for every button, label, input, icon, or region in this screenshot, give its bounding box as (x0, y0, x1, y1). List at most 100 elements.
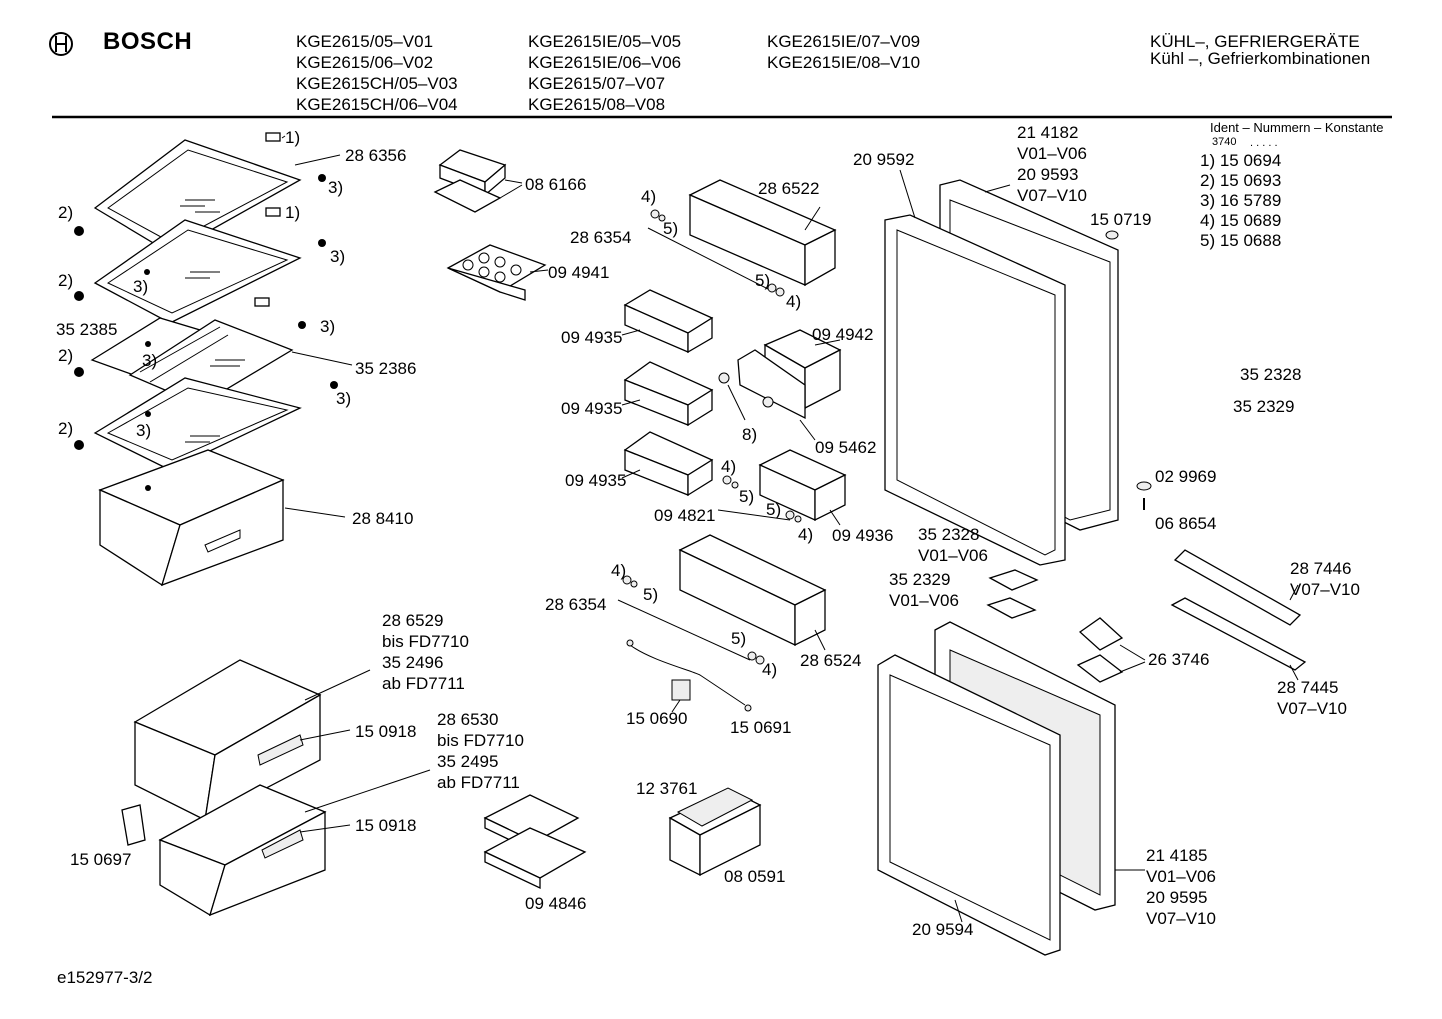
part-number-label: 20 9592 (853, 150, 915, 169)
model-number: KGE2615/05–V01 (296, 32, 434, 51)
ident-table-title: Ident – Nummern – Konstante (1210, 120, 1384, 135)
model-number: KGE2615/07–V07 (528, 74, 666, 93)
shelf-rail-wire-lower (617, 575, 765, 665)
door-bin-mid (717, 449, 847, 526)
part-number-label: 35 2329 (889, 570, 951, 589)
part-number-label: 20 9594 (912, 920, 974, 939)
part-number-label: 09 4846 (525, 894, 587, 913)
part-number-label: 09 5462 (815, 438, 877, 457)
leader-lines-left (281, 135, 353, 518)
part-number-label: 09 4935 (561, 399, 623, 418)
part-number-label: 20 9593 (1017, 165, 1079, 184)
ref-label: 4) (786, 292, 802, 311)
model-number: KGE2615IE/07–V09 (767, 32, 921, 51)
ident-constant: 3740 (1212, 136, 1237, 148)
part-number-label: 15 0719 (1090, 210, 1152, 229)
part-number-label: 20 9595 (1146, 888, 1208, 907)
ref-label: 3) (320, 317, 336, 336)
ref-label: 1) (285, 203, 301, 222)
door-gasket-upper (884, 169, 1066, 566)
part-number-label: 15 0690 (626, 709, 688, 728)
door-shelf-upper (688, 179, 837, 287)
ref-label: 2) (58, 419, 74, 438)
part-number-label: 35 2328 (918, 525, 980, 544)
ref-label: 5) (766, 500, 782, 519)
part-range-label: V01–V06 (889, 591, 959, 610)
ref-label: 4) (721, 457, 737, 476)
ident-dots: . . . . . (1250, 137, 1278, 149)
ident-row: 5) 15 0688 (1200, 231, 1282, 250)
hinge-cover-label-b: 28 7445 V07–V10 (1277, 677, 1347, 719)
part-number-label: 21 4182 (1017, 123, 1079, 142)
part-number-label: 09 4942 (812, 325, 874, 344)
freezer-accumulators (483, 794, 587, 890)
ref-label: 3) (133, 277, 149, 296)
ref-label: 2) (58, 271, 74, 290)
model-number: KGE2615IE/05–V05 (528, 32, 682, 51)
part-number-label: 28 6529 (382, 611, 444, 630)
part-number-label: 21 4185 (1146, 846, 1208, 865)
model-number: KGE2615/08–V08 (528, 95, 666, 114)
part-number-label: 28 6354 (545, 595, 607, 614)
part-number-label: 08 6166 (525, 175, 587, 194)
part-number-label: 35 2328 (1240, 365, 1302, 384)
ref-label: 5) (663, 219, 679, 238)
ref-label: 5) (643, 585, 659, 604)
door-shelf-lower (678, 534, 827, 651)
part-number-label: 12 3761 (636, 779, 698, 798)
part-number-label: 09 4935 (561, 328, 623, 347)
glass-shelf-bottom (93, 377, 302, 471)
ref-label: 3) (330, 247, 346, 266)
drawer-handle-seal (121, 804, 146, 846)
model-number: KGE2615IE/06–V06 (528, 53, 682, 72)
small-door-bins (621, 289, 714, 497)
ref-label: 3) (142, 351, 158, 370)
part-number-label: 28 7445 (1277, 678, 1339, 697)
part-number-label: 15 0691 (730, 718, 792, 737)
ref-label: 5) (739, 487, 755, 506)
part-range-label: ab FD7711 (382, 674, 465, 693)
part-number-label: 15 0918 (355, 816, 417, 835)
ref-label: 2) (58, 203, 74, 222)
ident-row: 2) 15 0693 (1200, 171, 1282, 190)
split-glass-shelf (90, 317, 294, 406)
ref-label: 3) (328, 178, 344, 197)
switch-cable (626, 639, 752, 713)
part-range-label: V07–V10 (1017, 186, 1087, 205)
part-number-label: 15 0697 (70, 850, 132, 869)
part-number-label: 35 2329 (1233, 397, 1295, 416)
part-number-label: 06 8654 (1155, 514, 1217, 533)
vegetable-drawer-upper (133, 659, 371, 822)
model-number: KGE2615IE/08–V10 (767, 53, 921, 72)
egg-tray (446, 244, 549, 301)
part-number-label: 02 9969 (1155, 467, 1217, 486)
part-number-label: 09 4936 (832, 526, 894, 545)
hinge-parts (986, 230, 1152, 683)
model-number: KGE2615CH/05–V03 (296, 74, 458, 93)
ref-label: 2) (58, 346, 74, 365)
glass-shelf-top (93, 139, 302, 254)
part-range-label: V07–V10 (1146, 909, 1216, 928)
part-number-label: 26 3746 (1148, 650, 1210, 669)
door-lower-label: 21 4185 V01–V06 20 9595 V07–V10 (1146, 845, 1216, 929)
drawer-lower-label: 28 6530 bis FD7710 35 2495 ab FD7711 (437, 709, 524, 793)
part-range-label: V01–V06 (1017, 144, 1087, 163)
hinge-cover-strips (1170, 549, 1307, 681)
ref-label: 5) (731, 629, 747, 648)
part-number-label: 35 2495 (437, 752, 499, 771)
gasket-clip-label-b: 35 2329 V01–V06 (889, 569, 959, 611)
part-number-label: 28 6524 (800, 651, 862, 670)
part-range-label: ab FD7711 (437, 773, 520, 792)
part-number-label: 28 7446 (1290, 559, 1352, 578)
vegetable-drawer-lower (158, 769, 431, 917)
part-range-label: V07–V10 (1290, 580, 1360, 599)
part-range-label: V01–V06 (1146, 867, 1216, 886)
hinge-cover-label-a: 28 7446 V07–V10 (1290, 558, 1360, 600)
crisper-cover-drawer (98, 449, 285, 587)
door-upper-label: 21 4182 V01–V06 20 9593 V07–V10 (1017, 122, 1087, 206)
ident-row: 4) 15 0689 (1200, 211, 1282, 230)
part-number-label: 15 0918 (355, 722, 417, 741)
part-number-label: 08 0591 (724, 867, 786, 886)
part-range-label: V07–V10 (1277, 699, 1347, 718)
